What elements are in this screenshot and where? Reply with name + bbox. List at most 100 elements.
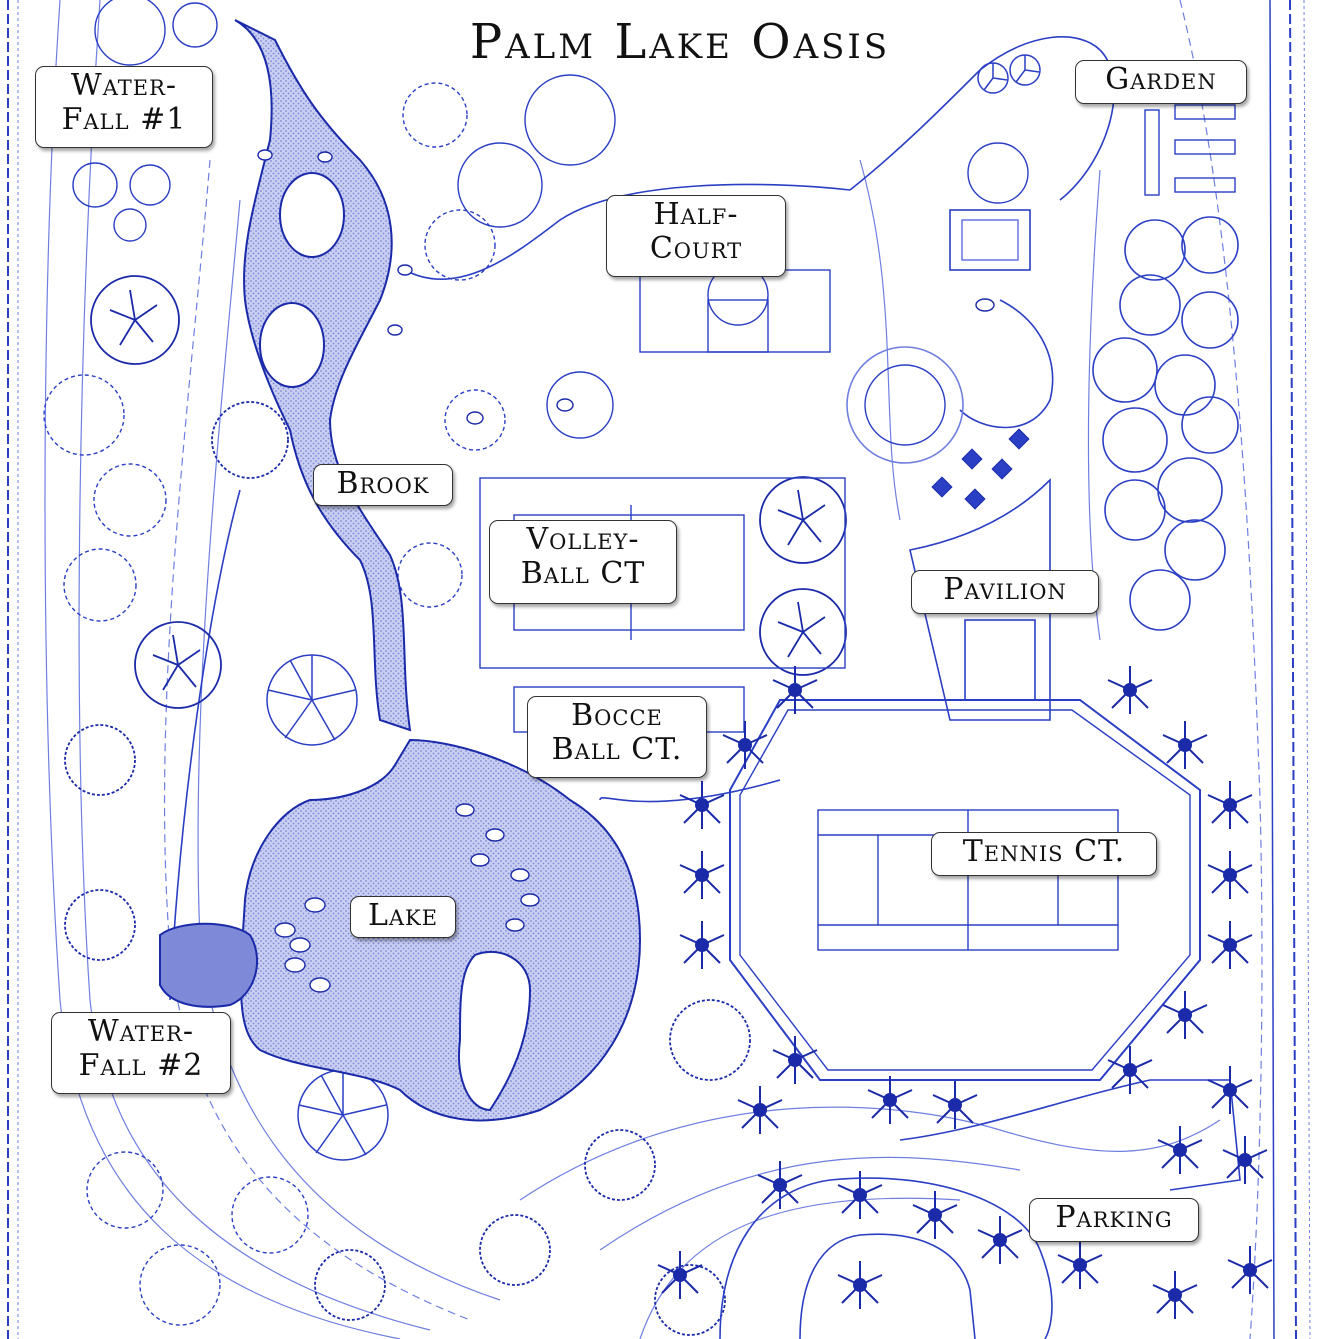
rock-icon: [505, 918, 525, 932]
right-tree-cluster: [1092, 216, 1239, 631]
label-tennis-court[interactable]: Tennis CT.: [931, 832, 1157, 876]
palm-icon: [1207, 781, 1253, 829]
deciduous-trees: [64, 275, 847, 1336]
tree-icon: [1164, 519, 1226, 581]
rock-icon: [397, 264, 413, 276]
label-pavilion[interactable]: Pavilion: [911, 570, 1099, 614]
label-line: Ball CT.: [551, 732, 683, 767]
tree-icon: [139, 1244, 221, 1326]
tree-icon: [759, 476, 847, 564]
label-lake[interactable]: Lake: [350, 896, 456, 938]
half-court: [639, 269, 831, 353]
tree-icon: [424, 209, 496, 281]
label-parking[interactable]: Parking: [1029, 1198, 1199, 1242]
label-line: Court: [649, 231, 743, 266]
palm-icon: [837, 1171, 883, 1219]
umbrella-icon: [977, 62, 1009, 94]
tree-icon: [669, 999, 751, 1081]
tree-canopies: [43, 0, 1029, 1326]
tree-icon: [129, 164, 171, 206]
palm-icon: [1057, 1241, 1103, 1289]
label-line: Ball CT: [520, 556, 646, 591]
palm-icon: [1107, 1046, 1153, 1094]
palm-icon: [772, 1036, 818, 1084]
tree-icon: [524, 74, 616, 166]
palm-icon: [932, 1081, 978, 1129]
tree-icon: [1129, 569, 1191, 631]
palm-icon: [657, 1251, 703, 1299]
rock-icon: [520, 893, 540, 907]
palm-icon: [1207, 921, 1253, 969]
pavilion-tables: [931, 428, 1030, 510]
palm-trees: [657, 666, 1273, 1319]
palm-icon: [1207, 1066, 1253, 1114]
label-waterfall-2[interactable]: Water- Fall #2: [51, 1012, 231, 1094]
palm-icon: [1157, 1126, 1203, 1174]
tree-icon: [546, 371, 614, 439]
label-waterfall-1[interactable]: Water- Fall #1: [35, 66, 213, 148]
tree-icon: [134, 621, 222, 709]
umbrella-icon: [1009, 54, 1041, 86]
umbrella-icon: [266, 654, 358, 746]
palm-icon: [1107, 666, 1153, 714]
label-line: Water-: [70, 68, 178, 103]
palm-icon: [1222, 1136, 1268, 1184]
tree-icon: [654, 1264, 726, 1336]
umbrella-trees: [266, 54, 1041, 1161]
garden-beds: [1144, 104, 1236, 196]
rocks: [257, 149, 995, 993]
pavilion-structure: [846, 209, 1051, 721]
tree-icon: [759, 588, 847, 676]
rock-icon: [289, 937, 311, 953]
waterfall-2-pool: [159, 922, 259, 1008]
label-line: Bocce: [571, 698, 663, 733]
tree-icon: [1092, 337, 1158, 403]
palm-icon: [1162, 721, 1208, 769]
palm-icon: [1162, 991, 1208, 1039]
palm-icon: [722, 721, 768, 769]
palm-icon: [757, 1161, 803, 1209]
label-line: Volley-: [526, 522, 640, 557]
tennis-court: [729, 699, 1201, 1081]
label-line: Fall #1: [61, 102, 187, 137]
tree-icon: [43, 374, 125, 456]
label-half-court[interactable]: Half- Court: [606, 195, 786, 277]
tree-icon: [86, 1151, 164, 1229]
rock-icon: [317, 151, 333, 163]
rock-icon: [274, 922, 296, 938]
tree-icon: [479, 1214, 551, 1286]
tree-icon: [967, 142, 1029, 204]
tree-icon: [113, 208, 147, 242]
label-garden[interactable]: Garden: [1075, 60, 1247, 104]
umbrella-icon: [297, 1069, 389, 1161]
palm-icon: [837, 1261, 883, 1309]
tree-icon: [1154, 354, 1216, 416]
bench-icon: [961, 448, 983, 470]
tree-icon: [1181, 396, 1239, 454]
tree-icon: [444, 389, 506, 451]
contour-lines: [44, 0, 1263, 1339]
rock-icon: [510, 868, 530, 882]
tree-icon: [64, 889, 136, 961]
palm-icon: [1207, 851, 1253, 899]
label-line: Fall #2: [78, 1048, 204, 1083]
palm-icon: [772, 666, 818, 714]
parking-loop: [719, 1177, 1053, 1339]
tree-icon: [1104, 479, 1166, 541]
tree-icon: [864, 364, 946, 446]
tree-icon: [211, 401, 289, 479]
tree-icon: [402, 82, 468, 148]
tree-icon: [72, 162, 118, 208]
label-volleyball-court[interactable]: Volley- Ball CT: [489, 520, 677, 604]
bench-icon: [931, 476, 953, 498]
tree-icon: [1119, 274, 1181, 336]
palm-icon: [912, 1191, 958, 1239]
tree-icon: [1124, 219, 1186, 281]
bench-icon: [964, 488, 986, 510]
tree-icon: [1102, 407, 1168, 473]
tree-icon: [314, 1249, 386, 1321]
label-bocce-ball-court[interactable]: Bocce Ball CT.: [527, 696, 707, 778]
palm-icon: [737, 1086, 783, 1134]
brook: [234, 19, 412, 732]
label-brook[interactable]: Brook: [313, 464, 453, 506]
